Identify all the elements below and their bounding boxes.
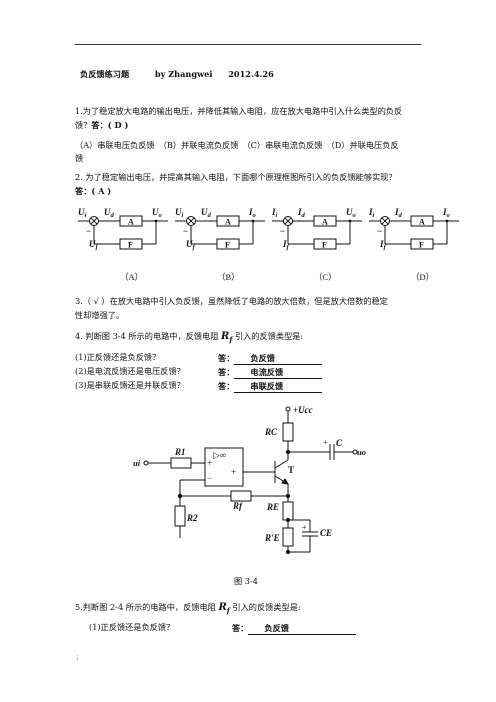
diagram-mid-label: Ud xyxy=(104,207,115,219)
opamp-symbol: ▷∞ xyxy=(213,450,226,460)
diagram-mid-label: Ud xyxy=(201,207,212,219)
opamp-plus-out: + xyxy=(231,467,236,477)
block-f-label: F xyxy=(128,241,133,250)
q3-line1: 3.（ √ ）在放大电路中引入负反馈，虽然降低了电路的放大倍数，但是放大倍数的稳… xyxy=(75,296,388,306)
ui-label: ui xyxy=(133,458,141,468)
q4-text: 4. 判断图 3-4 所示的电路中，反馈电阻 Rf 引入的反馈类型是: xyxy=(75,331,304,344)
diagram-caption: （D） xyxy=(411,272,434,282)
diagram-input-label: Ui xyxy=(78,207,87,219)
q4-item-3: (3)是串联反馈还是并联反馈？ xyxy=(75,380,185,390)
q4-answer-2: 答：电流反馈 xyxy=(218,366,323,379)
block-a-label: A xyxy=(322,218,328,227)
q1-options-cont: 馈 xyxy=(75,153,84,163)
transistor-label: T xyxy=(288,465,294,475)
block-a-label: A xyxy=(128,218,134,227)
diagram-output-label: Io xyxy=(442,207,451,219)
q5-text: 5.判断图 2-4 所示的电路中，反馈电阻 Rf 引入的反馈类型是: xyxy=(75,602,301,615)
re-resistor xyxy=(282,501,294,521)
diagram-input-label: Ii xyxy=(368,207,375,219)
q1-answer: 答：( D ) xyxy=(91,120,129,130)
diagram-feedback-label: If xyxy=(379,239,387,251)
diagram-feedback-label: Uf xyxy=(186,239,196,251)
r1-label: R1 xyxy=(174,447,186,457)
svg-text:−: − xyxy=(86,226,91,236)
uo-label: uo xyxy=(357,447,366,457)
top-rule xyxy=(75,44,421,45)
ce-label: CE xyxy=(320,528,332,538)
figure-caption: 图 3-4 xyxy=(234,576,258,586)
block-diagrams: Ui UdA UoF − Uf （A） Ui UdA IoF − Uf （B） Ii IdA UoF − If （… xyxy=(78,207,459,282)
diagram-input-label: Ii xyxy=(271,207,278,219)
re2-resistor xyxy=(282,527,294,547)
opamp-minus-in: − xyxy=(207,473,212,483)
block-a-label: A xyxy=(419,218,425,227)
re2-label: R'E xyxy=(264,533,280,543)
block-f-label: F xyxy=(225,241,230,250)
q4-item-2: (2)是电流反馈还是电压反馈？ xyxy=(75,366,185,376)
header: 负反馈练习题 by Zhangwei 2012.4.26 xyxy=(80,68,274,80)
rc-label: RC xyxy=(264,427,278,437)
doc-date: 2012.4.26 xyxy=(228,69,274,79)
q1-options: （A）串联电压负反馈 （B）并联电流负反馈 （C）串联电流负反馈 （D）并联电压… xyxy=(75,140,399,150)
diagram-caption: （C） xyxy=(314,272,337,282)
diagram-mid-label: Id xyxy=(394,207,403,219)
r2-label: R2 xyxy=(186,513,198,523)
q1-line1: 1.为了稳定放大电路的输出电压，并降低其输入电阻，应在放大电路中引入什么类型的负… xyxy=(75,106,403,116)
block-f-label: F xyxy=(419,241,424,250)
r1-resistor xyxy=(170,457,192,469)
rf-resistor xyxy=(230,490,252,502)
q5-answer-1: 答：负反馈 xyxy=(232,622,357,635)
opamp-plus-in: + xyxy=(207,458,212,468)
c-label: C xyxy=(336,438,343,448)
vcc-label: +Ucc xyxy=(293,405,313,415)
diagram-mid-label: Id xyxy=(297,207,306,219)
q2-answer: 答：( A ) xyxy=(75,186,112,196)
diagram-feedback-label: If xyxy=(282,239,290,251)
q4-answer-3: 答：串联反馈 xyxy=(218,380,323,393)
diagram-output-label: Io xyxy=(248,207,257,219)
re-label: RE xyxy=(266,502,279,512)
c-plus: + xyxy=(323,438,328,447)
q5-resistor: Rf xyxy=(218,602,230,615)
diagram-input-label: Ui xyxy=(175,207,184,219)
opamp xyxy=(204,447,244,487)
q2-text: 2. 为了稳定输出电压，并提高其输入电阻，下面哪个原理框图所引入的负反馈能够实现… xyxy=(75,172,397,182)
rf-label: Rf xyxy=(232,501,243,511)
q4-resistor: Rf xyxy=(221,331,233,344)
diagram-caption: （B） xyxy=(217,272,240,282)
circuit-diagram: +Ucc RC + C uo T ▷∞ + − + ui R1 R2 Rf RE xyxy=(133,405,366,555)
footer-mark: ; xyxy=(76,651,79,661)
ce-plus: + xyxy=(302,523,307,532)
block-a-label: A xyxy=(225,218,231,227)
diagram-feedback-label: Uf xyxy=(89,239,99,251)
rc-resistor xyxy=(282,422,294,442)
svg-text:−: − xyxy=(183,226,188,236)
diagram-output-label: Uo xyxy=(152,207,163,219)
q3-line2: 性却增强了。 xyxy=(75,310,125,320)
diagram-output-label: Uo xyxy=(346,207,357,219)
q1-line2: 馈？答：( D ) xyxy=(75,120,129,130)
q5-item-1: (1)正反馈还是负反馈？ xyxy=(89,622,175,632)
q4-answer-1: 答：负反馈 xyxy=(218,352,323,365)
r2-resistor xyxy=(174,505,186,527)
diagram-caption: （A） xyxy=(120,272,143,282)
q4-item-1: (1)正反馈还是负反馈？ xyxy=(75,352,161,362)
svg-text:−: − xyxy=(280,226,285,236)
doc-title: 负反馈练习题 xyxy=(80,69,130,79)
svg-text:−: − xyxy=(377,226,382,236)
doc-author: by Zhangwei xyxy=(154,69,213,79)
block-f-label: F xyxy=(322,241,327,250)
